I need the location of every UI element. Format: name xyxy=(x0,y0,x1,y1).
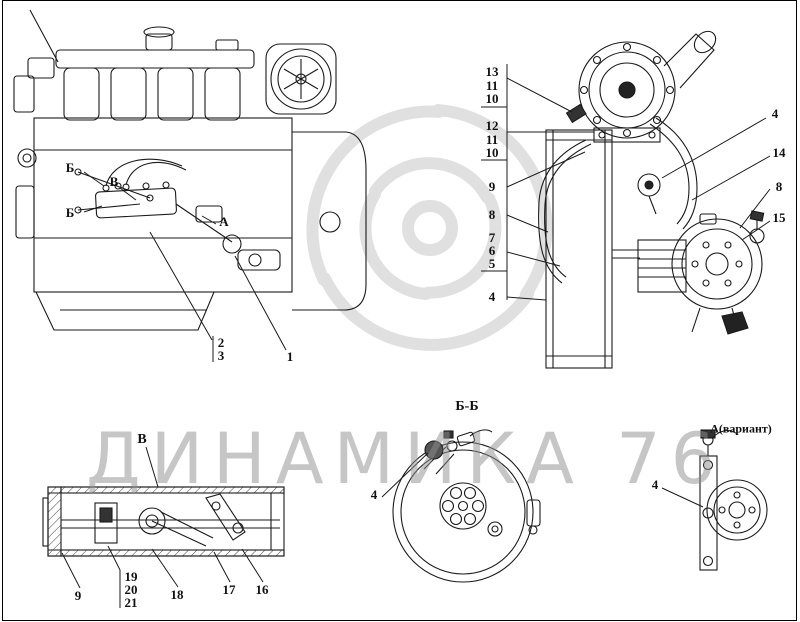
callout-19: 19 xyxy=(124,569,138,584)
section-v-drawing xyxy=(42,486,285,557)
callout-10a: 10 xyxy=(485,91,499,106)
callout-13: 13 xyxy=(485,64,499,79)
callout-1: 1 xyxy=(286,349,294,364)
callout-leader-lines xyxy=(61,64,771,608)
callout-5: 5 xyxy=(488,256,496,271)
callout-20: 20 xyxy=(124,582,138,597)
view-title-v: В xyxy=(137,432,147,447)
callout-11a: 11 xyxy=(485,78,499,93)
callout-4-variant: 4 xyxy=(651,477,659,492)
callout-17: 17 xyxy=(222,582,236,597)
callout-9: 9 xyxy=(488,179,496,194)
callout-3: 3 xyxy=(217,348,225,363)
callout-15: 15 xyxy=(772,210,786,225)
section-bb-drawing xyxy=(392,429,541,583)
callout-8-right: 8 xyxy=(775,179,783,194)
callout-8: 8 xyxy=(488,207,496,222)
callout-11b: 11 xyxy=(485,132,499,147)
engine-side-view-drawing xyxy=(13,9,367,331)
callout-2: 2 xyxy=(217,335,225,350)
callout-16: 16 xyxy=(255,582,269,597)
callout-10b: 10 xyxy=(485,145,499,160)
view-title-bb: Б-Б xyxy=(455,399,479,414)
callout-4-bb: 4 xyxy=(370,487,378,502)
point-label-b-top: Б xyxy=(65,160,75,175)
point-label-b-bottom: Б xyxy=(65,205,75,220)
variant-a-drawing xyxy=(699,429,768,571)
view-title-a-variant: А(вариант) xyxy=(710,421,772,436)
point-label-v: В xyxy=(109,174,119,189)
brand-swirl-watermark-icon xyxy=(306,104,553,351)
turbocharger-assembly-drawing xyxy=(538,30,765,369)
callout-4-left: 4 xyxy=(488,289,496,304)
point-label-a: А xyxy=(219,214,229,229)
callout-18: 18 xyxy=(170,587,184,602)
callout-4-right: 4 xyxy=(771,106,779,121)
callout-6: 6 xyxy=(488,243,496,258)
callout-12: 12 xyxy=(485,118,499,133)
callout-7: 7 xyxy=(488,230,496,245)
callout-9-bottom: 9 xyxy=(74,588,82,603)
callout-21: 21 xyxy=(124,595,138,610)
callout-14: 14 xyxy=(772,145,786,160)
